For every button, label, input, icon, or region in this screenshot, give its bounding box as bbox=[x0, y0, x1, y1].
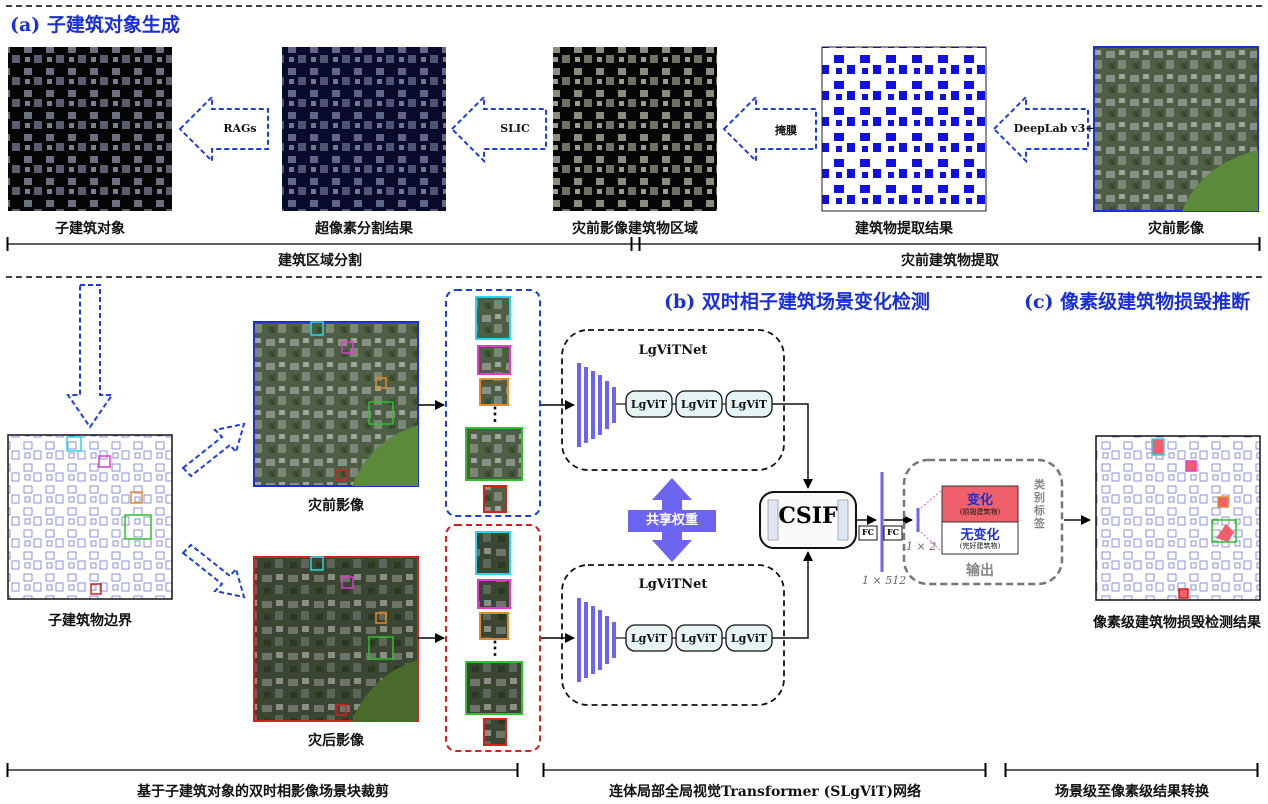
conn-bottom-csif bbox=[772, 551, 813, 639]
fc-label-1: FC bbox=[861, 527, 875, 537]
span-label-crop: 基于子建筑对象的双时相影像场景块裁剪 bbox=[137, 784, 389, 800]
lgvit-top-3: LgViT bbox=[730, 398, 768, 411]
section-c-title: (c) 像素级建筑物损毁推断 bbox=[1024, 291, 1251, 313]
shared-weights-label: 共享权重 bbox=[628, 510, 716, 532]
pre-crops-ellipsis: ⋮ bbox=[486, 404, 504, 425]
caption-sub-building-objects: 子建筑对象 bbox=[55, 221, 125, 237]
nochange-label: 无变化 bbox=[960, 528, 1000, 543]
change-label: 变化 bbox=[966, 493, 993, 508]
csif-label: CSIF bbox=[778, 503, 838, 529]
caption-pre-disaster-top: 灾前影像 bbox=[1148, 221, 1204, 237]
box-green bbox=[124, 514, 152, 540]
nochange-cell bbox=[941, 521, 1019, 555]
output-label: 输出 bbox=[966, 563, 994, 579]
arrow-to-pre bbox=[181, 422, 246, 478]
span-label-scene-to-pixel: 场景级至像素级结果转换 bbox=[1055, 784, 1209, 800]
lgvit-blocks-top bbox=[616, 390, 773, 418]
label-deeplab: DeepLab v3+ bbox=[1013, 122, 1095, 135]
change-sub-label: (损毁建筑物) bbox=[959, 508, 1001, 516]
arrow-deeplab bbox=[992, 94, 1089, 164]
section-b-title: (b) 双时相子建筑场景变化检测 bbox=[664, 291, 930, 313]
label-slic: SLIC bbox=[500, 122, 530, 135]
lgvit-bottom-3: LgViT bbox=[730, 632, 768, 645]
nochange-sub-label: (完好建筑物) bbox=[959, 542, 1001, 550]
arrow-rags bbox=[178, 94, 269, 164]
span-label-slgvit: 连体局部全局视觉Transformer (SLgViT)网络 bbox=[609, 784, 921, 800]
box-magenta bbox=[98, 455, 111, 468]
span-label-extraction: 灾前建筑物提取 bbox=[901, 253, 999, 269]
caption-superpixel: 超像素分割结果 bbox=[315, 221, 413, 237]
field-area bbox=[1182, 150, 1258, 211]
dim-2-label: 1 × 2 bbox=[906, 540, 937, 553]
caption-pre-disaster: 灾前影像 bbox=[308, 498, 364, 514]
box-cyan bbox=[66, 436, 82, 452]
pyramid-top bbox=[577, 363, 616, 447]
lgvit-top-1: LgViT bbox=[630, 398, 668, 411]
arrow-to-post bbox=[181, 543, 246, 599]
lgvit-blocks-bottom bbox=[616, 624, 773, 652]
pre-building-area-image bbox=[553, 47, 717, 211]
dim-512-label: 1 × 512 bbox=[862, 574, 907, 587]
caption-pixel-result: 像素级建筑物损毁检测结果 bbox=[1093, 615, 1261, 631]
box-red bbox=[90, 583, 102, 595]
arrow-slic bbox=[450, 94, 547, 164]
lgvitnet-label-top: LgViTNet bbox=[638, 343, 708, 358]
caption-post-disaster: 灾后影像 bbox=[308, 733, 364, 749]
section-a-title: (a) 子建筑对象生成 bbox=[10, 14, 180, 36]
sub-building-objects-image bbox=[8, 47, 172, 211]
pyramid-bottom bbox=[577, 598, 616, 682]
caption-building-extraction: 建筑物提取结果 bbox=[855, 221, 953, 237]
top-arrow-group bbox=[178, 94, 1089, 164]
pre-crops-container bbox=[445, 289, 541, 517]
building-mask-image bbox=[821, 46, 987, 212]
pre-crops bbox=[465, 296, 523, 513]
down-arrow bbox=[66, 284, 114, 429]
lgvitnet-top bbox=[561, 329, 785, 471]
span-label-segmentation: 建筑区域分割 bbox=[278, 253, 362, 269]
label-rags: RAGs bbox=[223, 122, 257, 135]
lgvit-bottom-1: LgViT bbox=[630, 632, 668, 645]
lgvitnet-label-bottom: LgViTNet bbox=[638, 577, 708, 592]
label-mask: 掩膜 bbox=[775, 124, 797, 137]
conn-top-csif bbox=[772, 403, 813, 489]
pixel-result-image bbox=[1095, 435, 1261, 601]
post-crops bbox=[465, 531, 523, 746]
superpixel-result-image bbox=[282, 47, 446, 211]
box-orange bbox=[130, 491, 143, 504]
caption-boundary: 子建筑物边界 bbox=[48, 613, 132, 629]
lgvitnet-bottom bbox=[561, 564, 785, 706]
post-crops-container bbox=[445, 524, 541, 752]
fc-label-2: FC bbox=[886, 527, 900, 537]
output-container bbox=[902, 458, 1064, 586]
arrow-mask bbox=[722, 94, 817, 164]
lgvit-bottom-2: LgViT bbox=[680, 632, 718, 645]
post-crops-ellipsis: ⋮ bbox=[486, 638, 504, 659]
caption-pre-building-area: 灾前影像建筑物区域 bbox=[572, 221, 698, 237]
lgvit-top-2: LgViT bbox=[680, 398, 718, 411]
sub-building-boundary-image bbox=[7, 434, 173, 600]
category-label: 类别标签 bbox=[1034, 478, 1045, 530]
